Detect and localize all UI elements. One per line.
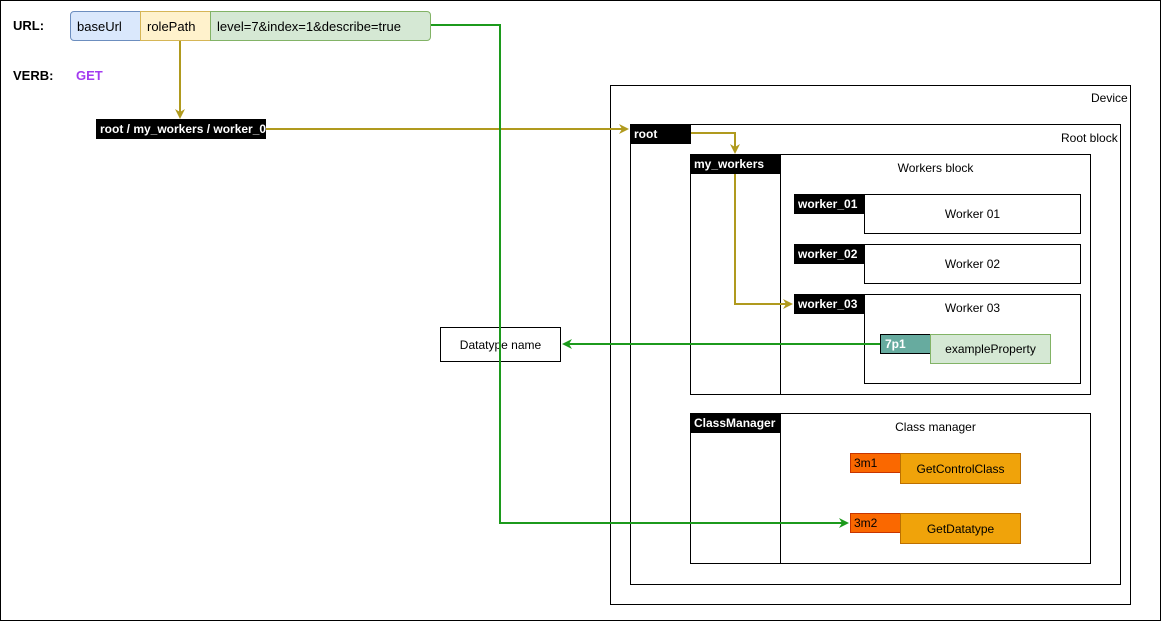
method-getcontrolclass: GetControlClass	[900, 453, 1021, 484]
worker-01-tag: worker_01	[794, 194, 865, 214]
worker-02-box	[864, 244, 1081, 284]
worker-03-title: Worker 03	[944, 301, 1001, 315]
worker-03-tag: worker_03	[794, 294, 865, 314]
url-part-baseurl: baseUrl	[70, 11, 142, 41]
arrow-query-to-getdatatype	[431, 24, 849, 528]
my-workers-tag: my_workers	[690, 154, 781, 174]
device-title: Device	[1091, 91, 1128, 105]
verb-value: GET	[76, 68, 103, 83]
arrow-my-workers-to-worker-03	[734, 174, 793, 309]
worker-01-title: Worker 01	[944, 207, 1001, 221]
worker-01-box	[864, 194, 1081, 234]
method-3m1-tag: 3m1	[850, 453, 901, 473]
verb-label: VERB:	[13, 68, 54, 83]
workers-block-title: Workers block	[897, 161, 974, 175]
method-getdatatype: GetDatatype	[900, 513, 1021, 544]
class-manager-title: Class manager	[895, 420, 976, 434]
root-tag: root	[630, 124, 691, 144]
arrow-root-to-my-workers	[691, 132, 740, 154]
property-tag: 7p1	[880, 334, 931, 354]
class-manager-tag: ClassManager	[690, 413, 781, 433]
property-name: exampleProperty	[930, 334, 1051, 364]
worker-02-tag: worker_02	[794, 244, 865, 264]
root-block-title: Root block	[1061, 131, 1118, 145]
worker-02-title: Worker 02	[944, 257, 1001, 271]
role-path-node: root / my_workers / worker_03	[96, 119, 273, 139]
url-label: URL:	[13, 18, 45, 33]
method-3m2-tag: 3m2	[850, 513, 901, 533]
url-part-query: level=7&index=1&describe=true	[210, 11, 431, 41]
url-part-rolepath: rolePath	[140, 11, 212, 41]
